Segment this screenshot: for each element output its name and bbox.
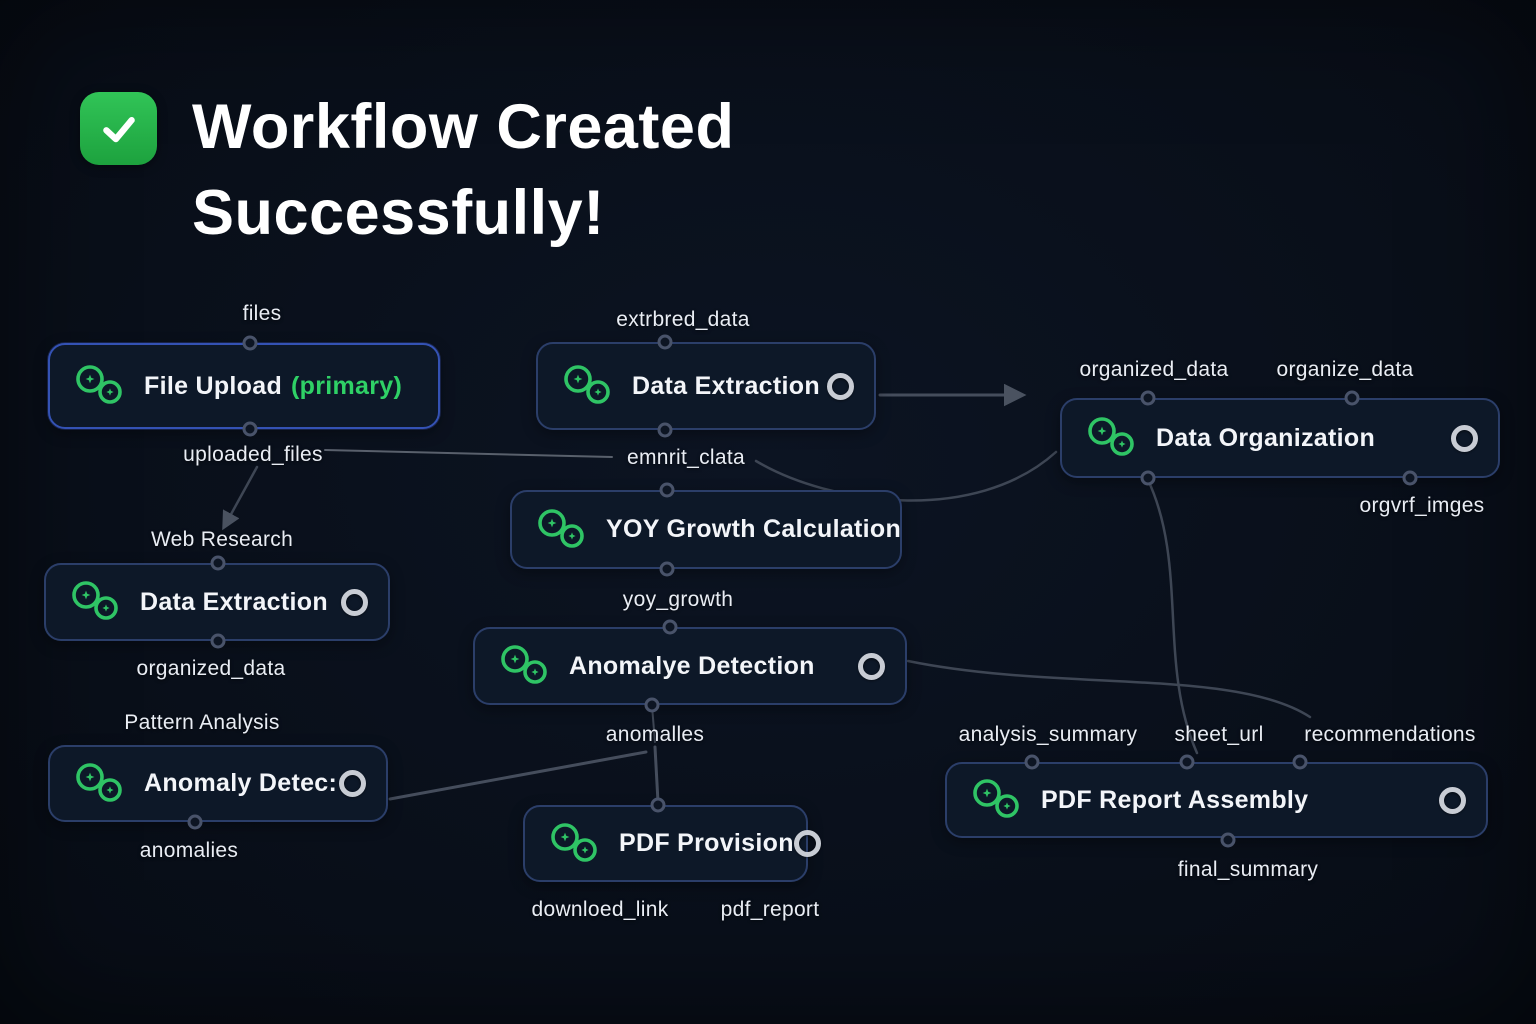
node-data-organization[interactable]: Data Organization — [1060, 398, 1500, 478]
linked-circles-icon — [70, 579, 124, 625]
status-ring-icon — [827, 372, 854, 400]
node-title: PDF Report Assembly — [1041, 785, 1309, 814]
port-connector-13[interactable] — [644, 697, 660, 713]
port-connector-2[interactable] — [657, 334, 673, 350]
label-files: files — [242, 302, 282, 325]
label-uploaded-files: uploaded_files — [183, 443, 323, 466]
linked-circles-icon — [971, 777, 1025, 823]
node-data-extraction-left[interactable]: Data Extraction — [44, 563, 390, 641]
node-title: YOY Growth Calculation — [606, 515, 902, 543]
label-extrbred-data: extrbred_data — [616, 308, 750, 331]
port-connector-3[interactable] — [657, 422, 673, 438]
edge-uploaded-files-to-emnrit — [324, 449, 613, 458]
checkmark-glyph — [102, 116, 135, 142]
port-connector-14[interactable] — [187, 814, 203, 830]
node-anomaly-detec[interactable]: Anomaly Detec: — [48, 745, 388, 822]
edge-uploaded-files-to-web-research — [222, 465, 259, 531]
node-title: File Upload — [144, 371, 283, 400]
node-title: Data Organization — [1156, 423, 1376, 452]
node-pdf-provision[interactable]: PDF Provision — [523, 805, 821, 882]
port-connector-4[interactable] — [1140, 390, 1156, 406]
port-connector-8[interactable] — [659, 482, 675, 498]
edge-anomalles-to-provision — [653, 745, 660, 804]
label-anomalies: anomalies — [139, 839, 239, 862]
port-connector-1[interactable] — [242, 421, 258, 437]
node-data-extraction-top[interactable]: Data Extraction — [536, 342, 876, 430]
port-connector-17[interactable] — [1179, 754, 1195, 770]
port-connector-5[interactable] — [1344, 390, 1360, 406]
linked-circles-icon — [536, 507, 590, 553]
label-anomalles: anomalles — [605, 723, 705, 746]
port-connector-18[interactable] — [1292, 754, 1308, 770]
node-title: Anomalye Detection — [569, 651, 815, 680]
label-organized-data: organized_data — [1079, 358, 1229, 381]
label-emnrit-clata: emnrit_clata — [627, 446, 745, 469]
label-organized-data: organized_data — [136, 657, 286, 680]
label-analysis-summary: analysis_summary — [958, 723, 1138, 746]
linked-circles-icon — [1086, 415, 1140, 461]
node-pdf-report-assembly[interactable]: PDF Report Assembly — [945, 762, 1488, 838]
status-ring-icon — [339, 770, 366, 797]
label-sheet-url: sheet_url — [1174, 723, 1264, 746]
port-connector-9[interactable] — [659, 561, 675, 577]
edge-organization-to-assembly — [1146, 478, 1199, 755]
port-connector-11[interactable] — [210, 633, 226, 649]
label-web-research: Web Research — [150, 528, 294, 551]
label-yoy-growth: yoy_growth — [622, 588, 734, 611]
linked-circles-icon — [549, 821, 603, 867]
node-title: Data Extraction — [632, 371, 820, 400]
node-title-suffix: (primary) — [291, 371, 403, 400]
linked-circles-icon — [74, 761, 128, 807]
status-ring-icon — [1439, 786, 1466, 814]
port-connector-19[interactable] — [1220, 832, 1236, 848]
node-title: PDF Provision — [619, 829, 794, 857]
port-connector-15[interactable] — [650, 797, 666, 813]
node-anomalye-detection[interactable]: Anomalye Detection — [473, 627, 907, 705]
node-title: Anomaly Detec: — [144, 769, 338, 797]
label-orgvrf-imges: orgvrf_imges — [1359, 494, 1485, 517]
port-connector-16[interactable] — [1024, 754, 1040, 770]
success-check-icon — [80, 92, 157, 165]
node-file-upload[interactable]: File Upload (primary) — [48, 343, 440, 429]
status-ring-icon — [1451, 424, 1478, 452]
port-connector-12[interactable] — [662, 619, 678, 635]
edge-emnrit-to-organization — [754, 450, 1058, 502]
port-connector-10[interactable] — [210, 555, 226, 571]
page-title-line2: Successfully! — [192, 178, 605, 249]
linked-circles-icon — [499, 643, 553, 689]
node-yoy-growth-calculation[interactable]: YOY Growth Calculation — [510, 490, 902, 569]
status-ring-icon — [858, 652, 885, 680]
label-pattern-analysis: Pattern Analysis — [124, 711, 280, 734]
port-connector-0[interactable] — [242, 335, 258, 351]
status-ring-icon — [341, 588, 368, 616]
edge-anomaly-detec-to-junction — [388, 750, 648, 801]
linked-circles-icon — [562, 363, 616, 409]
label-recommendations: recommendations — [1304, 723, 1476, 746]
label-final-summary: final_summary — [1177, 858, 1319, 881]
status-ring-icon — [793, 830, 821, 857]
edge-anomalye-to-recommendations — [906, 659, 1312, 719]
page-title-line1: Workflow Created — [192, 92, 735, 162]
label-organize-data: organize_data — [1276, 358, 1414, 381]
label-downloed-link: downloed_link — [531, 898, 669, 921]
port-connector-6[interactable] — [1140, 470, 1156, 486]
port-connector-7[interactable] — [1402, 470, 1418, 486]
linked-circles-icon — [74, 363, 128, 409]
node-title: Data Extraction — [140, 587, 328, 616]
label-pdf-report: pdf_report — [720, 898, 820, 921]
